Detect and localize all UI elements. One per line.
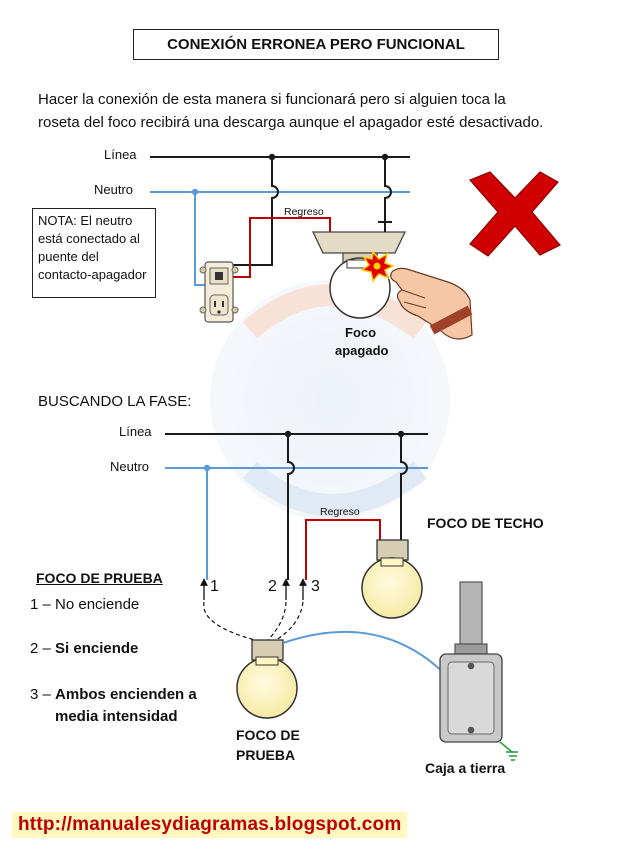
top-neutral-drop (194, 192, 207, 286)
probe-wire-2 (267, 601, 287, 641)
bottom-return-wire (305, 519, 381, 580)
title-text: CONEXIÓN ERRONEA PERO FUNCIONAL (167, 36, 465, 53)
top-switch-feed-wire (232, 157, 279, 266)
top-ceiling-socket (311, 221, 407, 264)
legend-item-2-text: Si enciende (55, 640, 139, 657)
probe-wire-3 (275, 601, 304, 641)
ceiling-bulb-label: FOCO DE TECHO (427, 515, 544, 531)
bottom-ceiling-feed-wire (400, 434, 408, 540)
top-return-wire (232, 217, 331, 278)
page-title: CONEXIÓN ERRONEA PERO FUNCIONAL (133, 29, 499, 60)
watermark-logo (210, 280, 450, 520)
neutral-note: NOTA: El neutro está conectado al puente… (32, 208, 156, 298)
switch-outlet-device (199, 261, 239, 323)
ground-test-wire (282, 630, 447, 676)
bulb-off-label-2: apagado (335, 343, 389, 358)
test-bulb-label-2: PRUEBA (236, 747, 296, 763)
section-title: BUSCANDO LA FASE: (38, 393, 192, 410)
bottom-neutral-label: Neutro (110, 459, 150, 474)
note-line-4: contacto-apagador (38, 267, 147, 282)
probe-wire-1 (203, 601, 256, 641)
legend-item-3-prefix: 3 – (30, 686, 56, 703)
test-bulb-label-1: FOCO DE (236, 727, 300, 743)
top-neutral-label: Neutro (94, 182, 134, 197)
intro-text: Hacer la conexión de esta manera si func… (38, 88, 608, 134)
legend-item-3-text: Ambos encienden a (55, 686, 197, 703)
ground-box-label: Caja a tierra (425, 760, 506, 776)
note-line-1: NOTA: El neutro (38, 213, 133, 228)
legend-item-2-prefix: 2 – (30, 640, 56, 657)
wrong-x-icon (468, 171, 561, 257)
intro-line-2: roseta del foco recibirá una descarga au… (38, 114, 544, 131)
footer-url[interactable]: http://manualesydiagramas.blogspot.com (12, 812, 408, 838)
legend-item-2: 2 – Si enciende (30, 640, 138, 657)
test-point-1-label: 1 (210, 578, 219, 595)
shock-spark-icon (360, 250, 395, 283)
legend-title: FOCO DE PRUEBA (36, 570, 163, 586)
ground-box (439, 581, 503, 743)
bottom-return-label: Regreso (320, 506, 360, 518)
note-line-3: puente del (38, 249, 99, 264)
bottom-ceiling-bulb (361, 557, 423, 619)
note-line-2: está conectado al (38, 231, 140, 246)
legend-item-3-line-2: media intensidad (55, 708, 178, 725)
top-socket-feed-wire (384, 157, 392, 222)
legend-item-3: 3 – Ambos encienden a (30, 686, 197, 703)
test-point-3-label: 3 (311, 578, 320, 595)
hand-touching-icon (390, 267, 473, 340)
intro-line-1: Hacer la conexión de esta manera si func… (38, 91, 506, 108)
bottom-line-drop (287, 434, 295, 580)
test-point-2-label: 2 (268, 578, 277, 595)
ground-symbol-icon (499, 741, 518, 761)
top-return-label: Regreso (284, 206, 324, 218)
top-line-label: Línea (104, 147, 137, 162)
legend-item-1: 1 – No enciende (30, 596, 140, 613)
bulb-off-label-1: Foco (345, 325, 377, 340)
bottom-line-label: Línea (119, 424, 152, 439)
test-bulb (236, 639, 298, 719)
bottom-ceiling-socket (376, 539, 409, 561)
